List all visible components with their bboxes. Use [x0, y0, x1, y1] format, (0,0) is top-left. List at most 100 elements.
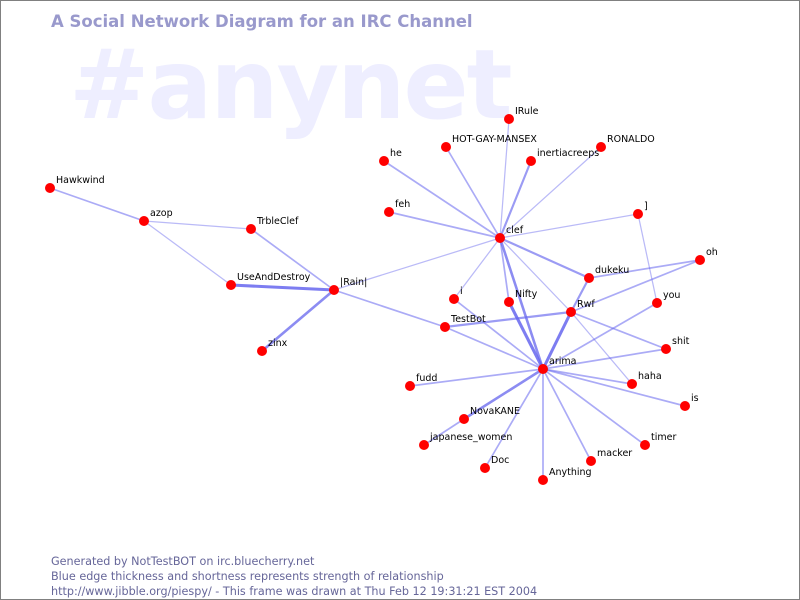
node[interactable]: japanese_women: [419, 432, 512, 450]
node-dot[interactable]: [640, 440, 650, 450]
node-label: dukeku: [595, 265, 629, 276]
node[interactable]: he: [379, 148, 402, 166]
node[interactable]: Hawkwind: [45, 175, 105, 193]
node-dot[interactable]: [379, 156, 389, 166]
edge-Rwf-arima: [541, 310, 573, 371]
node[interactable]: zinx: [257, 338, 288, 356]
node[interactable]: azop: [139, 208, 173, 226]
node[interactable]: UseAndDestroy: [226, 272, 311, 290]
node-dot[interactable]: [384, 207, 394, 217]
edge-haha-arima: [542, 368, 633, 385]
node-dot[interactable]: [495, 233, 505, 243]
edge-feh-clef: [388, 211, 501, 239]
node-dot[interactable]: [226, 280, 236, 290]
edge-NovaKANE-arima: [462, 367, 545, 421]
edge-timer-arima: [542, 368, 646, 446]
node-label: inertiacreeps: [537, 148, 599, 159]
node[interactable]: oh: [695, 247, 718, 265]
node-label: shit: [672, 336, 690, 347]
node-dot[interactable]: [566, 307, 576, 317]
edge-azop-UseAndDestroy: [143, 220, 232, 286]
node-label: ]: [644, 201, 648, 212]
edge-fudd-arima: [409, 368, 544, 387]
edge-dukeku-Rwf: [569, 276, 591, 314]
node[interactable]: Anything: [538, 467, 592, 485]
node[interactable]: Rwf: [566, 299, 595, 317]
node-dot[interactable]: [504, 297, 514, 307]
node-dot[interactable]: [405, 381, 415, 391]
node[interactable]: i: [449, 286, 463, 304]
node-label: TestBot: [450, 314, 486, 325]
node-dot[interactable]: [459, 414, 469, 424]
edge-]-clef: [499, 213, 639, 239]
node-dot[interactable]: [419, 440, 429, 450]
node[interactable]: IRule: [504, 106, 539, 124]
node-label: is: [691, 393, 699, 404]
node-label: IRule: [515, 106, 539, 117]
node-label: you: [663, 290, 680, 301]
node-label: japanese_women: [429, 432, 512, 443]
diagram-title: A Social Network Diagram for an IRC Chan…: [51, 12, 473, 31]
node-dot[interactable]: [538, 364, 548, 374]
node-label: UseAndDestroy: [237, 272, 311, 283]
node[interactable]: haha: [627, 371, 662, 389]
node-label: azop: [150, 208, 173, 219]
node[interactable]: is: [680, 393, 699, 411]
node[interactable]: inertiacreeps: [526, 148, 599, 166]
node-dot[interactable]: [449, 294, 459, 304]
node[interactable]: Nifty: [504, 289, 538, 307]
node-dot[interactable]: [441, 142, 451, 152]
node-label: i: [460, 286, 463, 297]
node[interactable]: arima: [538, 356, 576, 374]
node-dot[interactable]: [586, 456, 596, 466]
node-dot[interactable]: [480, 463, 490, 473]
node[interactable]: NovaKANE: [459, 406, 520, 424]
node-dot[interactable]: [627, 379, 637, 389]
node-dot[interactable]: [680, 401, 690, 411]
node-dot[interactable]: [695, 255, 705, 265]
node[interactable]: HOT-GAY-MANSEX: [441, 134, 537, 152]
node-dot[interactable]: [329, 285, 339, 295]
edge-clef-i: [453, 237, 501, 300]
node[interactable]: TrbleClef: [246, 216, 299, 234]
node[interactable]: TestBot: [440, 314, 486, 332]
node-dot[interactable]: [440, 322, 450, 332]
node-dot[interactable]: [538, 475, 548, 485]
node-dot[interactable]: [139, 216, 149, 226]
footer-legend-note: Blue edge thickness and shortness repres…: [51, 570, 444, 583]
node[interactable]: ]: [633, 201, 648, 219]
node[interactable]: |Rain|: [329, 277, 367, 295]
node[interactable]: feh: [384, 199, 410, 217]
node[interactable]: clef: [495, 225, 524, 243]
node-label: arima: [549, 356, 576, 367]
node-label: RONALDO: [607, 134, 655, 145]
node-label: TrbleClef: [256, 216, 299, 227]
node-dot[interactable]: [45, 183, 55, 193]
node[interactable]: fudd: [405, 373, 437, 391]
node[interactable]: RONALDO: [596, 134, 655, 152]
edge-Rwf-TestBot: [443, 310, 573, 329]
edges-layer: [49, 118, 701, 481]
node[interactable]: macker: [586, 448, 632, 466]
node[interactable]: timer: [640, 432, 676, 450]
node-label: Hawkwind: [56, 175, 105, 186]
node-dot[interactable]: [257, 346, 267, 356]
edge-oh-Rwf: [570, 259, 701, 313]
node-dot[interactable]: [596, 142, 606, 152]
edge-TrbleClef-|Rain|: [250, 228, 335, 291]
node[interactable]: you: [652, 290, 680, 308]
node-label: oh: [706, 247, 718, 258]
node-dot[interactable]: [526, 156, 536, 166]
node-dot[interactable]: [504, 114, 514, 124]
edge-he-clef: [383, 160, 501, 239]
node-dot[interactable]: [246, 224, 256, 234]
node-dot[interactable]: [584, 273, 594, 283]
edge-clef-Nifty: [499, 237, 510, 303]
node-dot[interactable]: [652, 298, 662, 308]
node[interactable]: dukeku: [584, 265, 629, 283]
node[interactable]: Doc: [480, 455, 509, 473]
edge-TestBot-arima: [444, 326, 544, 370]
node-dot[interactable]: [661, 344, 671, 354]
node-dot[interactable]: [633, 209, 643, 219]
node[interactable]: shit: [661, 336, 690, 354]
